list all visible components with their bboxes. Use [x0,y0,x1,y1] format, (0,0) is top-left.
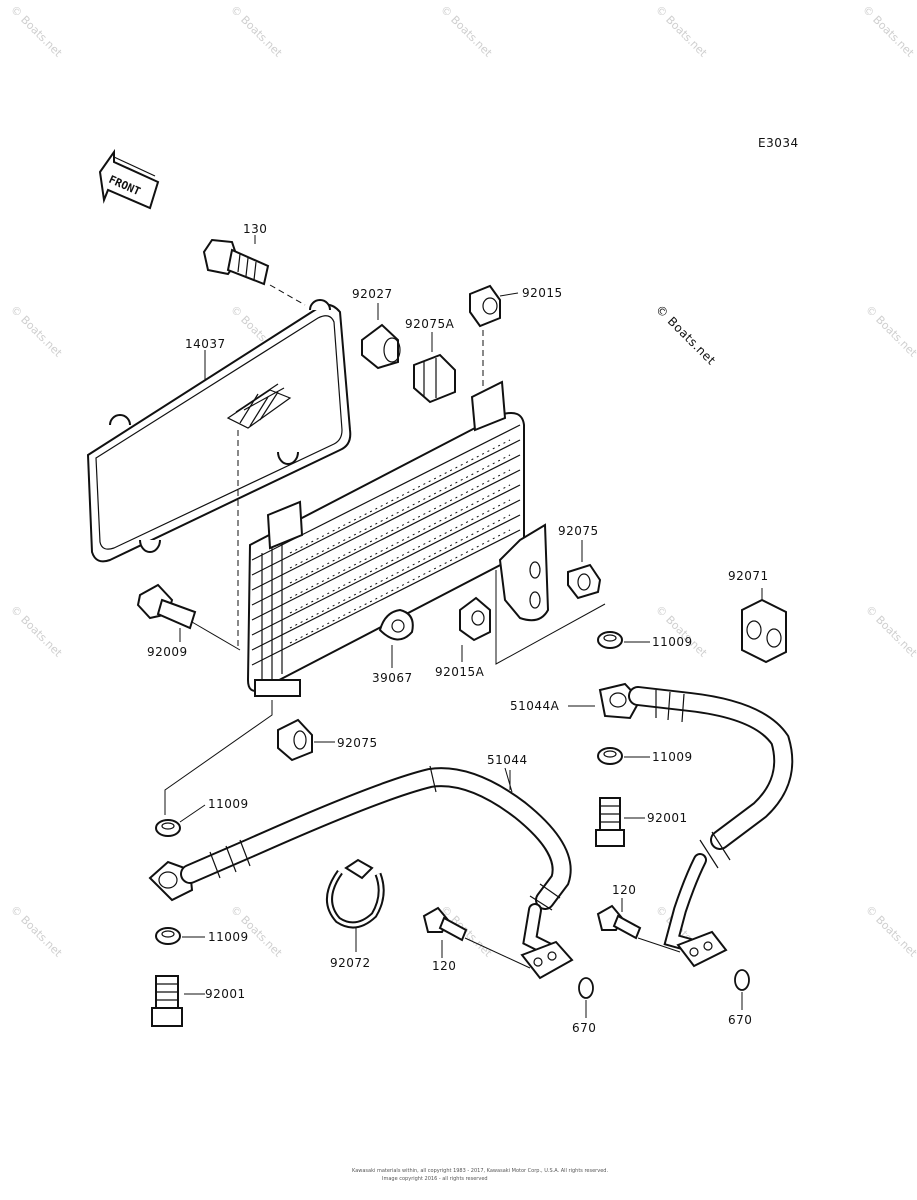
label-14037: 14037 [185,337,226,351]
label-92009: 92009 [147,645,188,659]
part-11009-washer-c [155,804,206,837]
lead-line [164,700,273,815]
part-92015A-clip [459,596,491,662]
part-92001-bolt-left [151,975,205,1027]
watermark: © Boats.net [863,603,917,660]
callout-labels: 130 14037 92027 92015 92075A 92075 92071… [147,222,769,1035]
label-670-mid: 670 [572,1021,596,1035]
label-92001-left: 92001 [205,987,246,1001]
label-92075-lower: 92075 [337,736,378,750]
copyright-mark: © Boats.net [653,302,719,368]
part-11009-washer-d [155,927,205,945]
part-92071-damper [741,588,787,664]
diagram-code: E3034 [758,136,799,150]
watermark: © Boats.net [8,603,65,660]
label-11009-b: 11009 [652,750,693,764]
label-670-right: 670 [728,1013,752,1027]
part-92075-grommet-right [567,540,602,600]
part-92072-clamp [326,858,385,952]
watermark: © Boats.net [863,903,917,960]
part-120-bolt-mid [422,906,531,969]
label-11009-a: 11009 [652,635,693,649]
footer-copyright-2: Image copyright 2016 - all rights reserv… [382,1176,488,1182]
watermark: © Boats.net [653,3,710,60]
label-92015A: 92015A [435,665,485,679]
watermark: © Boats.net [228,3,285,60]
watermark: © Boats.net [863,303,917,360]
part-670-o-ring-mid [578,977,594,1018]
label-51044A: 51044A [510,699,560,713]
part-130-bolt [202,238,306,306]
part-14037-cover-plate [86,299,352,563]
footer-copyright: Kawasaki materials within, all copyright… [352,1168,608,1174]
label-92075-right: 92075 [558,524,599,538]
part-92075-grommet-lower [277,718,335,762]
label-120-right: 120 [612,883,636,897]
label-39067: 39067 [372,671,413,685]
watermark: © Boats.net [438,3,495,60]
part-oil-cooler-core [246,380,550,697]
watermark: © Boats.net [8,3,65,60]
part-92015-clip [469,284,519,390]
part-670-o-ring-right [734,969,750,1010]
part-51044A-oil-hose [568,682,794,968]
label-92015: 92015 [522,286,563,300]
label-92071: 92071 [728,569,769,583]
part-11009-washer-b [597,747,650,765]
part-120-bolt-right [596,898,681,953]
label-92001-right: 92001 [647,811,688,825]
lead-line [495,570,606,665]
part-92075A-grommet [413,332,456,404]
part-92001-bolt-right [595,797,645,847]
watermark: © Boats.net [653,603,710,660]
watermark: © Boats.net [860,3,917,60]
label-130: 130 [243,222,267,236]
label-120-mid: 120 [432,959,456,973]
part-92009-bolt [136,583,241,651]
label-11009-c: 11009 [208,797,249,811]
label-92027: 92027 [352,287,393,301]
part-92027-collar [361,303,401,370]
watermark: © Boats.net [8,903,65,960]
label-92075A: 92075A [405,317,455,331]
part-11009-washer-a [597,631,650,649]
watermark: © Boats.net [8,303,65,360]
part-51044-oil-hose [148,765,574,980]
label-51044: 51044 [487,753,528,767]
front-arrow-icon: FRONT [98,148,160,210]
label-92072: 92072 [330,956,371,970]
label-11009-d: 11009 [208,930,249,944]
